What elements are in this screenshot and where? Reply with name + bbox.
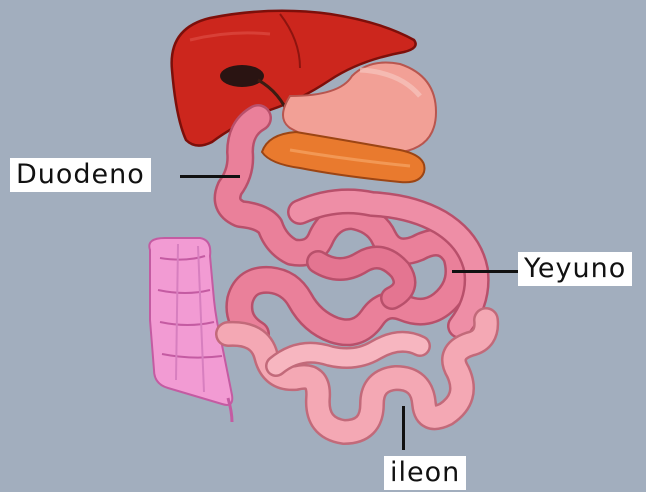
yeyuno-leader-line [452, 270, 522, 273]
duodeno-leader-line [180, 175, 240, 178]
yeyuno-label: Yeyuno [518, 252, 632, 286]
duodeno-label: Duodeno [10, 158, 151, 192]
ileon-label: ileon [384, 456, 466, 490]
ileon-leader-line [402, 406, 405, 450]
gallbladder [220, 65, 264, 87]
